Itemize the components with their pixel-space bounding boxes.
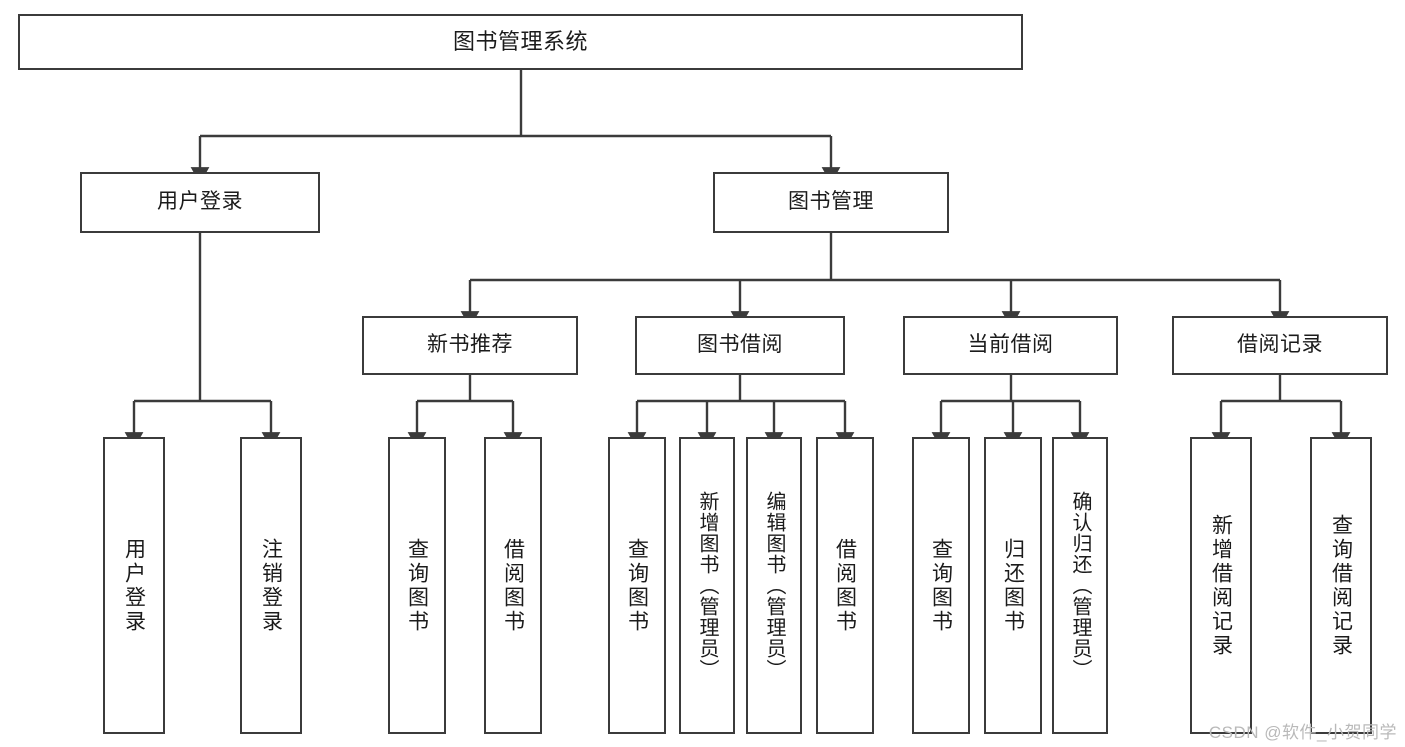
node-leaf-borrow-book-1[interactable]: 借阅图书 (484, 437, 542, 734)
node-label: 借阅图书 (833, 537, 857, 634)
node-label: 查询借阅记录 (1329, 513, 1353, 658)
node-borrow-record[interactable]: 借阅记录 (1172, 316, 1388, 375)
node-leaf-query-book-1[interactable]: 查询图书 (388, 437, 446, 734)
node-leaf-query-book-2[interactable]: 查询图书 (608, 437, 666, 734)
node-label: 借阅记录 (1237, 333, 1323, 357)
node-label: 确认归还（管理员） (1069, 491, 1091, 680)
node-leaf-return-book[interactable]: 归还图书 (984, 437, 1042, 734)
node-label: 新书推荐 (427, 333, 513, 357)
node-label: 图书管理 (788, 190, 874, 214)
node-book-borrow[interactable]: 图书借阅 (635, 316, 845, 375)
node-label: 图书管理系统 (452, 29, 588, 55)
node-label: 用户登录 (122, 537, 146, 634)
node-leaf-logout[interactable]: 注销登录 (240, 437, 302, 734)
node-label: 编辑图书（管理员） (763, 491, 785, 680)
node-leaf-confirm-return[interactable]: 确认归还（管理员） (1052, 437, 1108, 734)
node-label: 新增借阅记录 (1209, 513, 1233, 658)
node-leaf-add-book[interactable]: 新增图书（管理员） (679, 437, 735, 734)
watermark: CSDN @软件_小贺同学 (1208, 723, 1397, 742)
node-leaf-query-book-3[interactable]: 查询图书 (912, 437, 970, 734)
node-label: 用户登录 (157, 190, 243, 214)
node-current-borrow[interactable]: 当前借阅 (903, 316, 1118, 375)
node-label: 借阅图书 (501, 537, 525, 634)
node-leaf-query-record[interactable]: 查询借阅记录 (1310, 437, 1372, 734)
node-leaf-borrow-book-2[interactable]: 借阅图书 (816, 437, 874, 734)
node-label: 新增图书（管理员） (696, 491, 718, 680)
node-label: 注销登录 (259, 537, 283, 634)
node-label: 当前借阅 (967, 333, 1054, 357)
node-root[interactable]: 图书管理系统 (18, 14, 1023, 70)
node-label: 归还图书 (1001, 537, 1025, 634)
node-new-book-rec[interactable]: 新书推荐 (362, 316, 578, 375)
node-label: 查询图书 (405, 537, 429, 634)
node-label: 查询图书 (929, 537, 953, 634)
node-label: 查询图书 (625, 537, 649, 634)
node-user-login[interactable]: 用户登录 (80, 172, 320, 233)
node-leaf-edit-book[interactable]: 编辑图书（管理员） (746, 437, 802, 734)
node-leaf-add-record[interactable]: 新增借阅记录 (1190, 437, 1252, 734)
node-leaf-user-login[interactable]: 用户登录 (103, 437, 165, 734)
node-label: 图书借阅 (697, 333, 783, 357)
node-book-manage[interactable]: 图书管理 (713, 172, 949, 233)
